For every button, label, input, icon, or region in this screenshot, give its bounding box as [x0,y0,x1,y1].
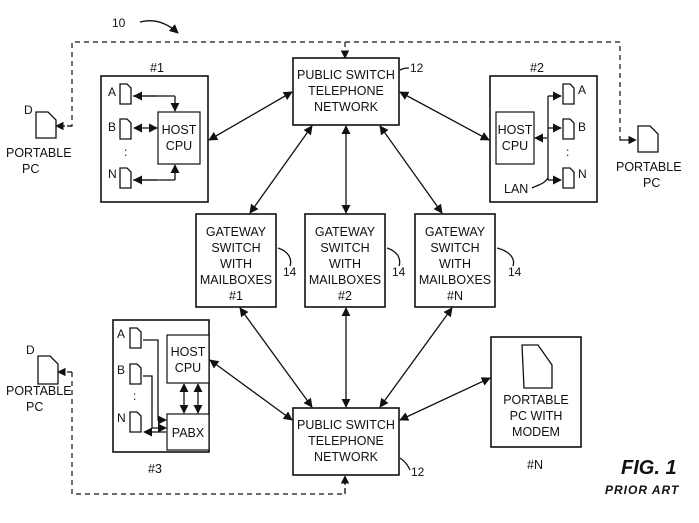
portable-pc-left-bottom: D PORTABLE PC [6,343,72,414]
gateway-2-ref: 14 [392,265,406,279]
svg-text:PORTABLE: PORTABLE [6,146,72,160]
pstn-bottom-ref: 12 [411,465,425,479]
svg-text::: : [133,389,136,403]
link-siten-pstn [400,378,490,420]
svg-text:PORTABLE: PORTABLE [616,160,682,174]
svg-text:MAILBOXES: MAILBOXES [200,273,272,287]
svg-text:A: A [108,85,116,99]
site1-label: #1 [150,61,164,75]
link-site3-pstn [210,360,292,420]
svg-text:NETWORK: NETWORK [314,100,379,114]
svg-text:B: B [578,120,586,134]
svg-text:CPU: CPU [502,139,528,153]
gateway-n: GATEWAY SWITCH WITH MAILBOXES #N [415,214,495,307]
svg-text:SWITCH: SWITCH [320,241,369,255]
link-site2-pstn [400,92,489,140]
pstn-bottom: PUBLIC SWITCH TELEPHONE NETWORK [293,408,399,475]
site-n-label: #N [527,458,543,472]
svg-text:D: D [24,103,33,117]
svg-text:SWITCH: SWITCH [211,241,260,255]
pstn-top: PUBLIC SWITCH TELEPHONE NETWORK [293,58,399,125]
svg-text:PABX: PABX [172,426,205,440]
svg-text:TELEPHONE: TELEPHONE [308,84,384,98]
gateway-2: GATEWAY SWITCH WITH MAILBOXES #2 [305,214,385,307]
site2-enclosure: HOST CPU A B N : LAN [490,76,597,202]
site3-enclosure: HOST CPU PABX A B N : [113,320,209,452]
pstn-top-ref: 12 [410,61,424,75]
gateway-1: GATEWAY SWITCH WITH MAILBOXES #1 [196,214,276,307]
svg-text:D: D [26,343,35,357]
svg-text:A: A [578,83,586,97]
svg-text:PC: PC [643,176,660,190]
link-pstn-bottom-gw1 [240,308,312,407]
svg-text:B: B [108,120,116,134]
portable-pc-left-top: D PORTABLE PC [6,103,72,176]
svg-text:#2: #2 [338,289,352,303]
svg-text:TELEPHONE: TELEPHONE [308,434,384,448]
svg-text:GATEWAY: GATEWAY [206,225,267,239]
svg-text:PORTABLE: PORTABLE [6,384,72,398]
gateway-n-ref: 14 [508,265,522,279]
svg-text:HOST: HOST [498,123,533,137]
svg-text:HOST: HOST [162,123,197,137]
link-pstn-top-gw1 [250,126,312,213]
system-ref-label: 10 [112,16,126,30]
link-pstn-bottom-gwn [380,308,452,407]
gateway-1-ref: 14 [283,265,297,279]
svg-text:MODEM: MODEM [512,425,560,439]
svg-text::: : [566,145,569,159]
svg-text:PC WITH: PC WITH [510,409,563,423]
svg-text:PORTABLE: PORTABLE [503,393,569,407]
portable-pc-right: PORTABLE PC [616,126,682,190]
svg-text:GATEWAY: GATEWAY [315,225,376,239]
svg-text:PUBLIC SWITCH: PUBLIC SWITCH [297,418,395,432]
svg-text:WITH: WITH [220,257,252,271]
svg-text:N: N [108,167,117,181]
svg-text:#N: #N [447,289,463,303]
svg-text:PC: PC [22,162,39,176]
svg-text:LAN: LAN [504,182,528,196]
svg-text:WITH: WITH [329,257,361,271]
svg-text:CPU: CPU [175,361,201,375]
svg-text:B: B [117,363,125,377]
svg-text:WITH: WITH [439,257,471,271]
link-pstn-top-gwn [380,126,442,213]
svg-text:A: A [117,327,125,341]
site-n-box: PORTABLE PC WITH MODEM [491,337,581,447]
site1-enclosure: HOST CPU A B N : [101,76,208,202]
figure-subtitle: PRIOR ART [605,483,680,497]
svg-text:NETWORK: NETWORK [314,450,379,464]
site3-label: #3 [148,462,162,476]
figure-title: FIG. 1 [621,457,677,479]
svg-text:HOST: HOST [171,345,206,359]
svg-text::: : [124,145,127,159]
svg-text:N: N [578,167,587,181]
site2-label: #2 [530,61,544,75]
svg-text:PC: PC [26,400,43,414]
link-site1-pstn [209,92,292,140]
svg-text:MAILBOXES: MAILBOXES [309,273,381,287]
svg-text:#1: #1 [229,289,243,303]
svg-text:SWITCH: SWITCH [430,241,479,255]
svg-text:GATEWAY: GATEWAY [425,225,486,239]
svg-text:N: N [117,411,126,425]
svg-text:CPU: CPU [166,139,192,153]
svg-text:PUBLIC SWITCH: PUBLIC SWITCH [297,68,395,82]
svg-text:MAILBOXES: MAILBOXES [419,273,491,287]
